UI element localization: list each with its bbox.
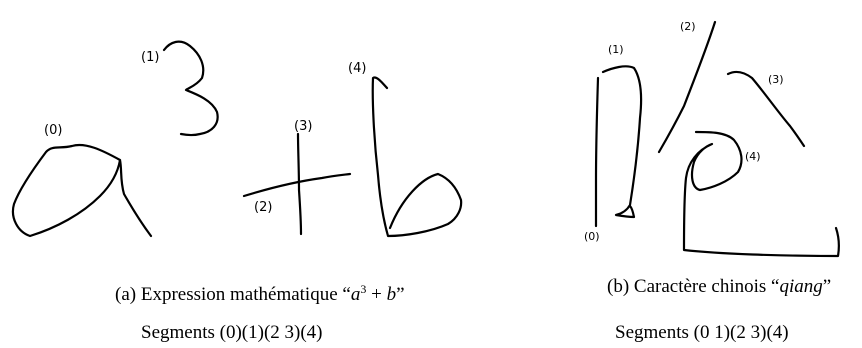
segments-b: Segments (0 1)(2 3)(4) [615, 322, 789, 343]
caption-a-suffix: ” [396, 284, 405, 305]
stroke-a-3 [296, 132, 303, 236]
caption-a-exponent: 3 [360, 282, 367, 296]
stroke-label-b-3: (3) [768, 73, 784, 86]
stroke-label-b-1: (1) [608, 43, 624, 56]
caption-a-prefix: (a) Expression mathématique “ [115, 284, 351, 305]
stroke-b-2 [657, 20, 717, 154]
stroke-label-a-1: (1) [141, 50, 159, 65]
segments-a: Segments (0)(1)(2 3)(4) [141, 322, 323, 343]
stroke-b-0 [594, 76, 600, 228]
caption-b: (b) Caractère chinois “qiang” [607, 276, 831, 298]
stroke-b-4 [682, 130, 840, 258]
stroke-label-a-0: (0) [44, 123, 62, 138]
stroke-a-4 [371, 76, 463, 238]
stroke-label-a-4: (4) [348, 61, 366, 76]
stroke-label-b-2: (2) [680, 20, 696, 33]
caption-a: (a) Expression mathématique “a3 + b” [115, 282, 405, 306]
caption-b-prefix: (b) Caractère chinois “ [607, 276, 780, 297]
stroke-b-3 [726, 70, 806, 148]
stroke-label-b-0: (0) [584, 230, 600, 243]
stroke-b-1 [601, 65, 643, 219]
stroke-label-a-2: (2) [254, 200, 272, 215]
caption-a-operator: + [366, 284, 387, 305]
stroke-a-0 [11, 143, 153, 238]
caption-b-word: qiang [779, 276, 823, 297]
caption-a-var2: b [386, 284, 397, 305]
caption-a-var1: a [350, 284, 361, 305]
stroke-a-2 [242, 172, 352, 198]
caption-b-suffix: ” [822, 276, 832, 297]
stroke-label-b-4: (4) [745, 150, 761, 163]
stroke-label-a-3: (3) [294, 119, 312, 134]
stroke-a-1 [162, 40, 219, 137]
